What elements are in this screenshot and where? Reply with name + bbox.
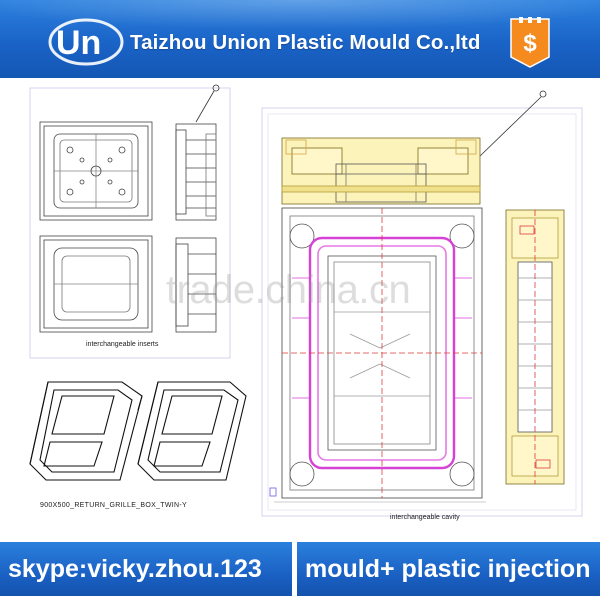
company-name: Taizhou Union Plastic Mould Co.,ltd [130, 31, 481, 54]
cad-drawing-svg [29, 84, 583, 517]
header-banner: Un Taizhou Union Plastic Mould Co.,ltd $ [0, 0, 600, 78]
company-logo: Un [48, 18, 124, 66]
insert-top-view-1 [39, 121, 153, 221]
watermark: trade.china.cn [166, 268, 411, 312]
twin-grille-box-isometric [29, 381, 247, 481]
dollar-tag-icon: $ [510, 17, 550, 68]
mould-cavity-plan [269, 207, 486, 503]
insert-side-view-1 [175, 123, 217, 221]
mould-side-section [505, 209, 565, 485]
skype-contact: skype:vicky.zhou.123 [0, 542, 292, 596]
mould-top-section [281, 137, 481, 205]
caption-cavity: interchangeable cavity [390, 514, 460, 521]
insert-side-view-2 [175, 237, 217, 333]
leader-callouts [195, 84, 547, 159]
footer: skype:vicky.zhou.123 mould+ plastic inje… [0, 538, 600, 600]
caption-inserts: interchangeable inserts [86, 341, 159, 348]
insert-top-view-2 [39, 235, 153, 333]
tagline: mould+ plastic injection [297, 542, 600, 596]
technical-drawing: trade.china.cn interchangeable inserts 9… [0, 78, 600, 538]
caption-box: 900X500_RETURN_GRILLE_BOX_TWIN-Y [40, 502, 187, 509]
svg-text:Un: Un [56, 24, 101, 62]
svg-text:$: $ [523, 30, 537, 57]
